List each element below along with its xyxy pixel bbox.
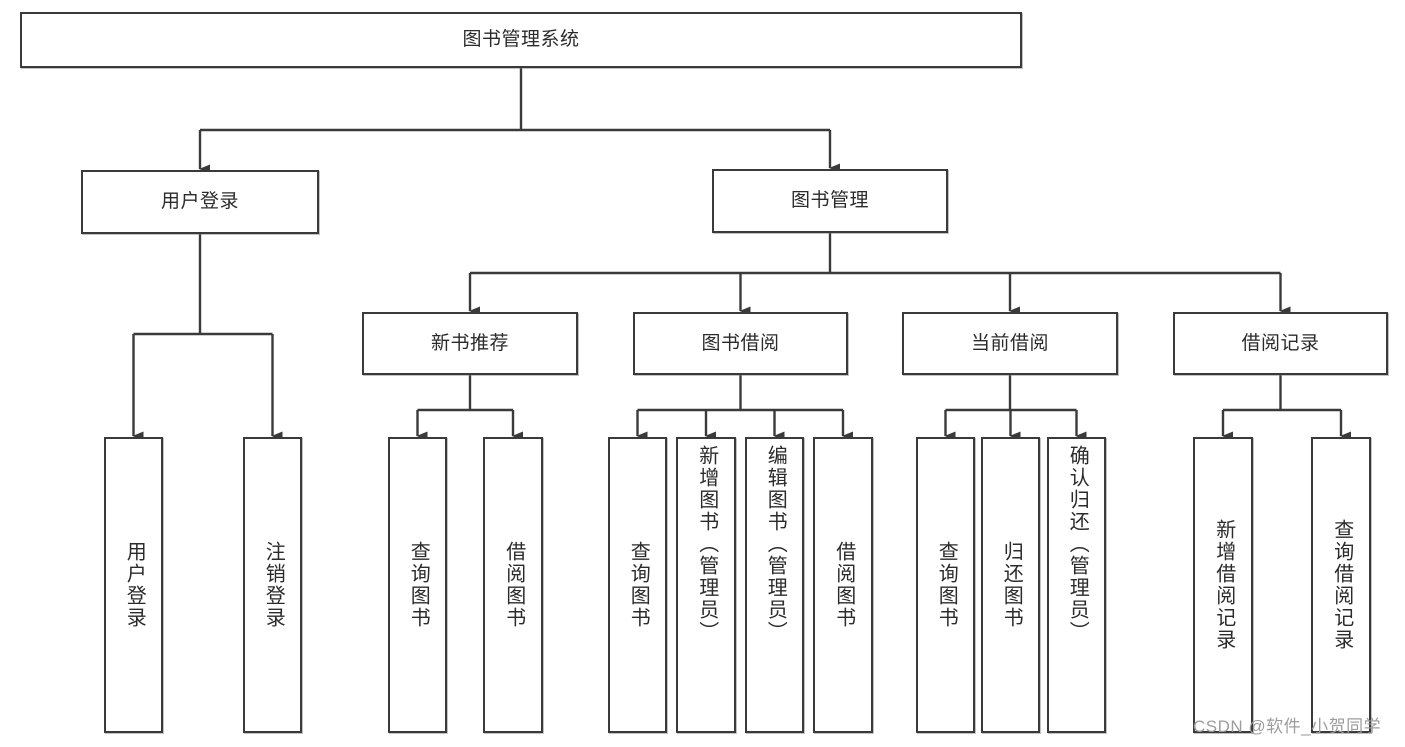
tree-connectors [132, 68, 1351, 441]
node-label: 编辑图书（管理员） [764, 445, 787, 643]
node-label: 查询图书 [627, 541, 650, 629]
node-leaf-query-book-3[interactable]: 查询图书 [916, 437, 975, 733]
node-label: 新增图书（管理员） [695, 445, 718, 643]
node-borrow-record[interactable]: 借阅记录 [1173, 312, 1388, 375]
node-label: 新书推荐 [430, 332, 509, 354]
node-leaf-query-book-1[interactable]: 查询图书 [388, 437, 447, 733]
node-new-book-rec[interactable]: 新书推荐 [362, 312, 578, 375]
node-label: 用户登录 [160, 191, 239, 213]
node-label: 图书管理 [790, 190, 869, 212]
node-leaf-add-record[interactable]: 新增借阅记录 [1193, 437, 1253, 733]
node-leaf-confirm-return[interactable]: 确认归还（管理员） [1047, 437, 1106, 733]
node-label: 归还图书 [1000, 541, 1023, 629]
node-label: 确认归还（管理员） [1066, 445, 1089, 643]
node-label: 查询图书 [407, 541, 430, 629]
node-leaf-query-book-2[interactable]: 查询图书 [608, 437, 667, 733]
node-leaf-borrow-book-1[interactable]: 借阅图书 [483, 437, 543, 733]
node-user-login[interactable]: 用户登录 [81, 170, 319, 234]
node-label: 注销登录 [262, 541, 285, 629]
node-book-borrow[interactable]: 图书借阅 [633, 312, 848, 375]
node-label: 当前借阅 [970, 332, 1049, 354]
node-leaf-return-book[interactable]: 归还图书 [981, 437, 1040, 733]
node-leaf-user-login[interactable]: 用户登录 [104, 437, 163, 733]
node-leaf-add-book[interactable]: 新增图书（管理员） [676, 437, 736, 733]
node-label: 图书借阅 [701, 332, 780, 354]
node-label: 查询图书 [935, 541, 958, 629]
node-current-borrow[interactable]: 当前借阅 [902, 312, 1118, 375]
node-leaf-logout[interactable]: 注销登录 [243, 437, 302, 733]
node-book-manage[interactable]: 图书管理 [712, 169, 948, 233]
node-label: 借阅记录 [1241, 332, 1320, 354]
node-label: 新增借阅记录 [1212, 519, 1235, 651]
node-leaf-query-record[interactable]: 查询借阅记录 [1311, 437, 1371, 733]
node-label: 图书管理系统 [462, 29, 580, 51]
node-label: 查询借阅记录 [1330, 519, 1353, 651]
node-label: 借阅图书 [502, 541, 525, 629]
node-root[interactable]: 图书管理系统 [20, 12, 1022, 68]
node-label: 用户登录 [123, 541, 146, 629]
node-leaf-edit-book[interactable]: 编辑图书（管理员） [745, 437, 804, 733]
node-leaf-borrow-book-2[interactable]: 借阅图书 [813, 437, 873, 733]
node-label: 借阅图书 [832, 541, 855, 629]
